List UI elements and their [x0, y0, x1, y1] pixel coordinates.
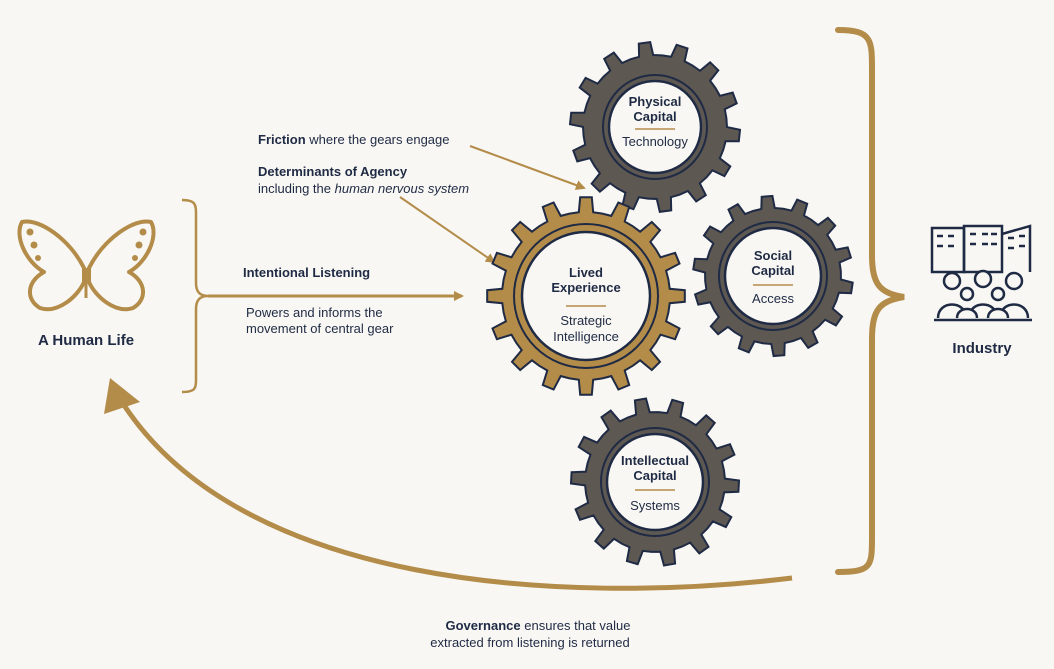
governance-line-1: Governance ensures that value — [445, 618, 630, 633]
intellectual-capital-gear: Intellectual Capital Systems — [569, 397, 741, 567]
agency-line-2: including the human nervous system — [258, 181, 469, 196]
friction-bold: Friction — [258, 132, 306, 147]
intellectual-gear-face — [605, 432, 705, 532]
social-sub: Access — [752, 291, 794, 306]
social-title-2: Capital — [751, 263, 794, 278]
lived-title-1: Lived — [569, 265, 603, 280]
agency-title: Determinants of Agency — [258, 164, 408, 179]
social-title-1: Social — [754, 248, 792, 263]
social-gear-face — [723, 226, 823, 326]
industry-icon — [930, 224, 1032, 322]
friction-arrow — [469, 145, 586, 190]
governance-arrowhead — [104, 378, 140, 414]
governance-line-2: extracted from listening is returned — [430, 635, 629, 650]
physical-sub: Technology — [622, 134, 688, 149]
friction-rest: where the gears engage — [306, 132, 450, 147]
lived-experience-gear: Lived Experience Strategic Intelligence — [486, 196, 686, 396]
agency-line2-italic: human nervous system — [335, 181, 470, 196]
human-life-label: A Human Life — [38, 332, 134, 349]
physical-title-1: Physical — [629, 94, 682, 109]
agency-line2-pre: including the — [258, 181, 335, 196]
industry-label: Industry — [952, 340, 1012, 357]
intellectual-title-2: Capital — [633, 468, 676, 483]
listening-title: Intentional Listening — [243, 265, 370, 280]
physical-gear-face — [607, 79, 703, 175]
butterfly-dots — [26, 228, 147, 261]
lived-sub-1: Strategic — [560, 313, 612, 328]
governance-arrow — [119, 400, 793, 591]
governance-rest: ensures that value — [521, 618, 631, 633]
friction-note: Friction where the gears engage — [258, 132, 450, 147]
lived-title-2: Experience — [551, 280, 620, 295]
left-brace — [181, 198, 209, 394]
butterfly-icon — [17, 219, 156, 312]
governance-bold: Governance — [445, 618, 520, 633]
intellectual-sub: Systems — [630, 498, 680, 513]
social-capital-gear: Social Capital Access — [692, 194, 854, 358]
lived-gear-face — [520, 230, 652, 362]
physical-capital-gear: Physical Capital Technology — [568, 40, 742, 214]
physical-title-2: Capital — [633, 109, 676, 124]
listening-line-2: movement of central gear — [246, 321, 394, 336]
lived-sub-2: Intelligence — [553, 329, 619, 344]
agency-arrow — [399, 196, 496, 264]
right-brace — [835, 27, 905, 575]
intellectual-title-1: Intellectual — [621, 453, 689, 468]
listening-line-1: Powers and informs the — [246, 305, 383, 320]
